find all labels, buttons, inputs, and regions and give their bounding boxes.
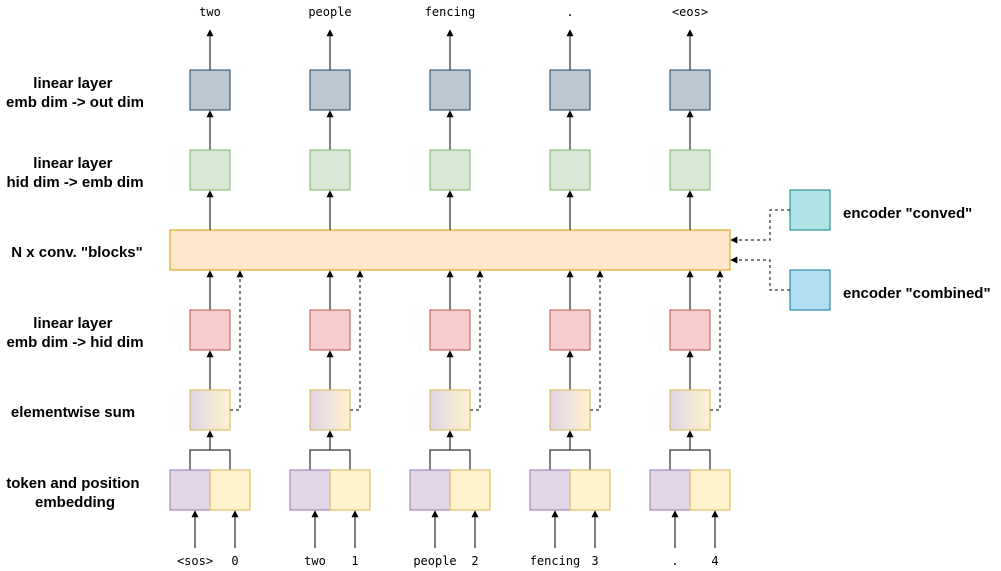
elementwise-sum-box xyxy=(309,389,351,431)
merge-connector xyxy=(549,449,591,470)
input-token: . xyxy=(671,554,678,568)
input-position: 2 xyxy=(471,554,478,568)
label-encoder-combined: encoder "combined" xyxy=(843,285,991,302)
residual-arrow xyxy=(230,270,244,411)
hid-linear-box xyxy=(309,309,351,351)
combined-arrow xyxy=(730,256,790,291)
output-token: fencing xyxy=(425,5,476,19)
label-emb-linear: linear layer hid dim -> emb dim xyxy=(6,155,143,191)
input-position: 1 xyxy=(351,554,358,568)
merge-connector xyxy=(429,449,471,470)
hid-linear-box xyxy=(189,309,231,351)
out-linear-box xyxy=(189,69,231,111)
column-1: people two 1 xyxy=(289,5,371,568)
residual-arrow xyxy=(710,270,724,411)
input-position: 0 xyxy=(231,554,238,568)
column-2: fencing people 2 xyxy=(409,5,491,568)
label-elementwise-sum: elementwise sum xyxy=(11,404,135,421)
hid-linear-box xyxy=(549,309,591,351)
label-conv-blocks: N x conv. "blocks" xyxy=(11,244,142,261)
input-position: 4 xyxy=(711,554,718,568)
residual-arrow xyxy=(590,270,604,411)
emb-linear-box xyxy=(429,149,471,191)
column-0: two <sos> 0 xyxy=(169,5,251,568)
emb-linear-box xyxy=(189,149,231,191)
emb-linear-box xyxy=(669,149,711,191)
merge-connector xyxy=(669,449,711,470)
emb-linear-box xyxy=(549,149,591,191)
token-embedding-box xyxy=(649,469,691,511)
merge-connector xyxy=(189,449,231,470)
input-token: people xyxy=(413,554,456,568)
label-hid-linear: linear layer emb dim -> hid dim xyxy=(6,315,143,351)
elementwise-sum-box xyxy=(429,389,471,431)
residual-arrow xyxy=(470,270,484,411)
conv-blocks-bar xyxy=(169,229,731,271)
hid-linear-box xyxy=(669,309,711,351)
input-token: two xyxy=(304,554,326,568)
position-embedding-box xyxy=(569,469,611,511)
token-embedding-box xyxy=(289,469,331,511)
out-linear-box xyxy=(549,69,591,111)
token-embedding-box xyxy=(169,469,211,511)
out-linear-box xyxy=(669,69,711,111)
output-token: . xyxy=(566,5,573,19)
merge-connector xyxy=(309,449,351,470)
column-4: <eos>. 4 xyxy=(649,5,731,568)
label-encoder-conved: encoder "conved" xyxy=(843,205,972,222)
elementwise-sum-box xyxy=(669,389,711,431)
encoder-conved-box xyxy=(789,189,831,231)
position-embedding-box xyxy=(209,469,251,511)
emb-linear-box xyxy=(309,149,351,191)
column-3: . fencing 3 xyxy=(529,5,611,568)
position-embedding-box xyxy=(329,469,371,511)
out-linear-box xyxy=(429,69,471,111)
elementwise-sum-box xyxy=(189,389,231,431)
residual-arrow xyxy=(350,270,364,411)
label-out-linear: linear layer emb dim -> out dim xyxy=(6,75,144,111)
token-embedding-box xyxy=(409,469,451,511)
token-embedding-box xyxy=(529,469,571,511)
input-token: <sos> xyxy=(177,554,213,568)
encoder-combined-box xyxy=(789,269,831,311)
position-embedding-box xyxy=(449,469,491,511)
out-linear-box xyxy=(309,69,351,111)
elementwise-sum-box xyxy=(549,389,591,431)
output-token: two xyxy=(199,5,221,19)
output-token: <eos> xyxy=(672,5,708,19)
hid-linear-box xyxy=(429,309,471,351)
position-embedding-box xyxy=(689,469,731,511)
input-position: 3 xyxy=(591,554,598,568)
label-embedding: token and position embedding xyxy=(6,475,144,511)
input-token: fencing xyxy=(530,554,581,568)
conved-arrow xyxy=(730,209,790,244)
output-token: people xyxy=(308,5,351,19)
